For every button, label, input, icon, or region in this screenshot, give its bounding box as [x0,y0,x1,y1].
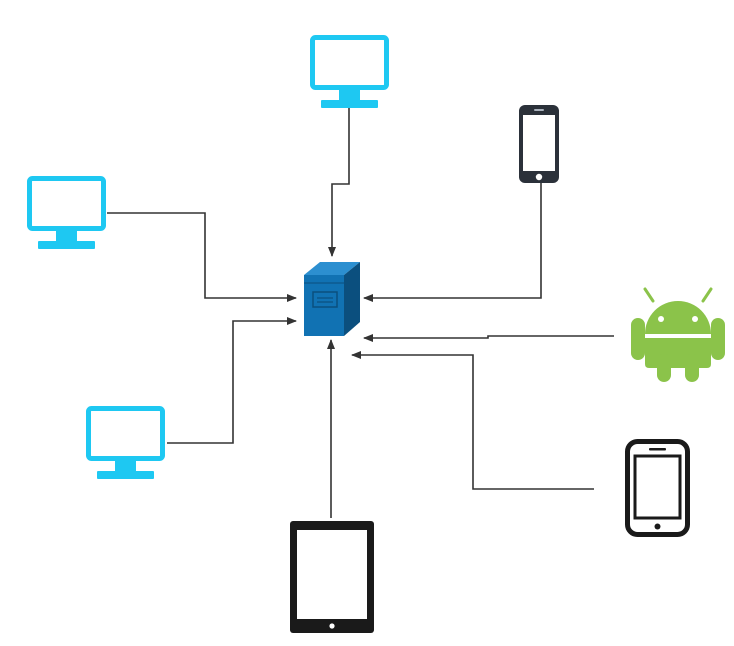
connector-monitor-top [328,108,350,257]
connector-smartphone [351,351,594,490]
connector-iphone [363,182,542,302]
connectors [107,108,614,518]
smartphone-outline-icon [625,439,690,537]
connector-android [363,334,614,342]
iphone-icon [519,105,559,183]
android-robot-icon [631,287,725,382]
desktop-monitor-icon [27,176,106,249]
connector-monitor-left [107,212,297,302]
server-cabinet-icon [304,262,360,336]
desktop-monitor-icon [310,35,389,108]
tablet-icon [290,521,374,633]
desktop-monitor-icon [86,406,165,479]
connector-monitor-bottom-left [167,317,297,444]
